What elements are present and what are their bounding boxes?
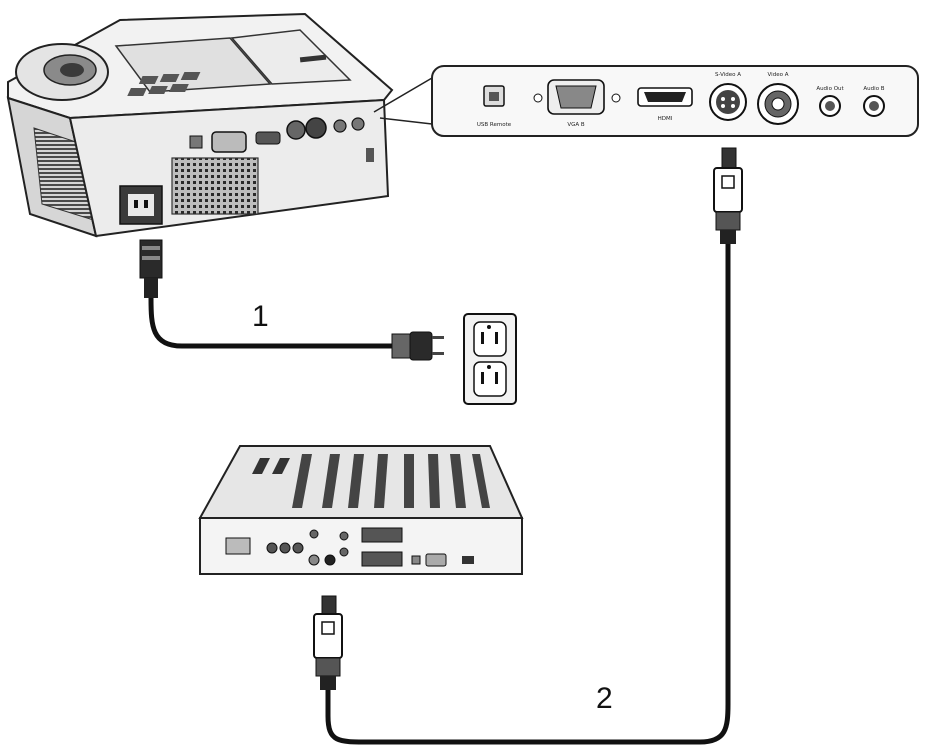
- video-port: Video A: [757, 72, 799, 125]
- video-port-label: Video A: [768, 72, 789, 78]
- video-device: [198, 445, 524, 575]
- port-panel: USB Remote VGA B HDMI S-Video A Video A: [431, 65, 919, 137]
- vga-port: VGA B: [547, 79, 605, 128]
- device-rear-ports: [225, 527, 474, 567]
- audio-in-port: Audio B: [863, 86, 885, 117]
- projector-port-row: [189, 117, 374, 162]
- power-inlet: [119, 185, 163, 225]
- wall-outlet: [463, 313, 517, 405]
- callout-number-2: 2: [596, 682, 613, 715]
- svideo-connector-projector-end: [713, 147, 743, 244]
- audio-out-port: Audio Out: [816, 86, 845, 117]
- power-plug: [391, 331, 444, 361]
- hdmi-port-label: HDMI: [658, 116, 673, 122]
- svideo-connector-device-end: [313, 595, 343, 690]
- svideo-cord-line: [325, 244, 731, 745]
- power-cable: [139, 239, 517, 405]
- speaker-grille: [171, 157, 259, 215]
- svideo-port: S-Video A: [709, 72, 747, 121]
- usb-port: USB Remote: [477, 85, 512, 128]
- callout-number-1: 1: [252, 300, 269, 333]
- control-buttons: [127, 72, 201, 96]
- power-cord-line: [148, 297, 392, 349]
- power-connector-projector-end: [139, 239, 163, 298]
- svideo-port-label: S-Video A: [715, 72, 741, 78]
- audio-out-port-label: Audio Out: [816, 86, 844, 92]
- projector: [6, 12, 433, 238]
- audio-in-port-label: Audio B: [863, 86, 884, 92]
- svideo-cable: [313, 147, 743, 745]
- panel-pointer-line: [373, 77, 433, 113]
- hdmi-port: HDMI: [637, 87, 693, 122]
- usb-port-label: USB Remote: [477, 122, 512, 128]
- vga-port-label: VGA B: [567, 122, 585, 128]
- device-top-vents: [252, 454, 490, 508]
- brand-logo: [299, 54, 327, 63]
